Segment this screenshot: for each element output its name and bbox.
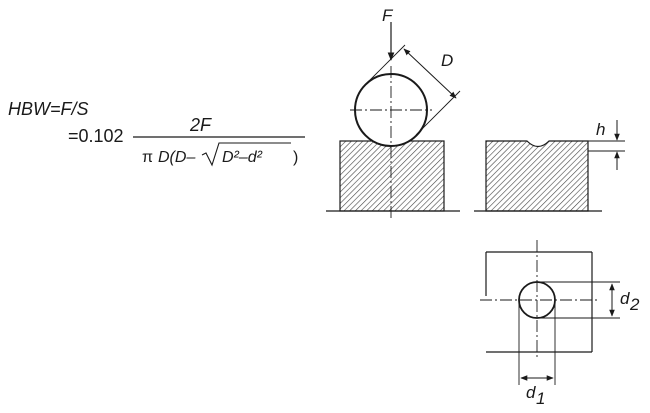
formula-denominator-b: D²–d² xyxy=(222,149,263,166)
diameter-ext-1 xyxy=(365,44,406,85)
sqrt-sign xyxy=(201,142,291,167)
indentation-before-view: F D xyxy=(326,6,461,220)
formula-prefix: =0.102 xyxy=(68,126,124,146)
specimen-block-right xyxy=(485,140,589,212)
indentation-depth-view: h xyxy=(474,120,625,212)
force-label: F xyxy=(382,6,394,25)
d1-subscript: 1 xyxy=(536,389,545,408)
formula-line-1: HBW=F/S xyxy=(8,99,89,119)
hardness-formula: HBW=F/S =0.102 2F π D(D– D²–d² ) xyxy=(8,99,305,167)
formula-pi: π xyxy=(142,149,153,166)
formula-denominator-c: ) xyxy=(293,149,298,166)
diameter-label: D xyxy=(441,51,453,70)
formula-numerator: 2F xyxy=(189,115,212,135)
specimen-block-left xyxy=(339,140,445,212)
formula-denominator-a: D(D– xyxy=(158,149,195,166)
diameter-dimension-line xyxy=(403,48,457,99)
depth-label: h xyxy=(596,120,605,139)
indentation-top-view: d 2 d 1 xyxy=(480,240,640,408)
d2-label: d xyxy=(620,289,630,308)
d1-label: d xyxy=(526,383,536,402)
d2-subscript: 2 xyxy=(629,295,640,314)
